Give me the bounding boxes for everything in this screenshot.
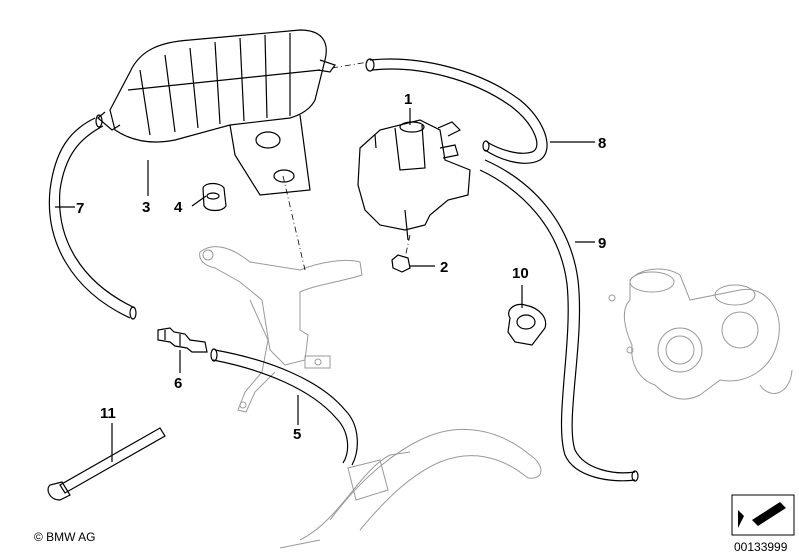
callout-10: 10: [512, 265, 529, 282]
callout-1: 1: [404, 91, 412, 108]
callout-11: 11: [100, 405, 116, 422]
nut: [391, 254, 411, 273]
intake-pipe: [279, 428, 542, 549]
mounting-bracket: [199, 246, 363, 413]
callout-7: 7: [76, 200, 84, 217]
connector: [157, 327, 208, 353]
copyright-text: © BMW AG: [34, 530, 96, 544]
pressure-converter: [357, 119, 471, 241]
callout-4: 4: [174, 199, 183, 216]
rubber-mount: [202, 182, 227, 212]
hose-9: [479, 159, 639, 482]
alignment-line-reservoir: [282, 175, 306, 271]
callout-2: 2: [440, 259, 448, 276]
callout-9: 9: [598, 235, 606, 252]
callout-6: 6: [174, 375, 182, 392]
callout-3: 3: [142, 199, 150, 216]
hose-7: [48, 114, 137, 320]
alignment-line-valve: [404, 234, 411, 259]
alignment-line-hose-8: [331, 61, 369, 69]
direction-arrow-icon: [731, 494, 795, 536]
part-number-text: 00133999: [734, 540, 788, 554]
turbocharger: [608, 268, 793, 400]
hose-8: [365, 58, 548, 164]
callout-5: 5: [293, 426, 301, 443]
vacuum-reservoir: [97, 29, 336, 196]
leader-lines: [55, 108, 595, 462]
hose-5: [210, 348, 358, 466]
cable-tie: [47, 427, 166, 501]
callout-8: 8: [598, 135, 606, 152]
hose-clip: [507, 303, 547, 346]
